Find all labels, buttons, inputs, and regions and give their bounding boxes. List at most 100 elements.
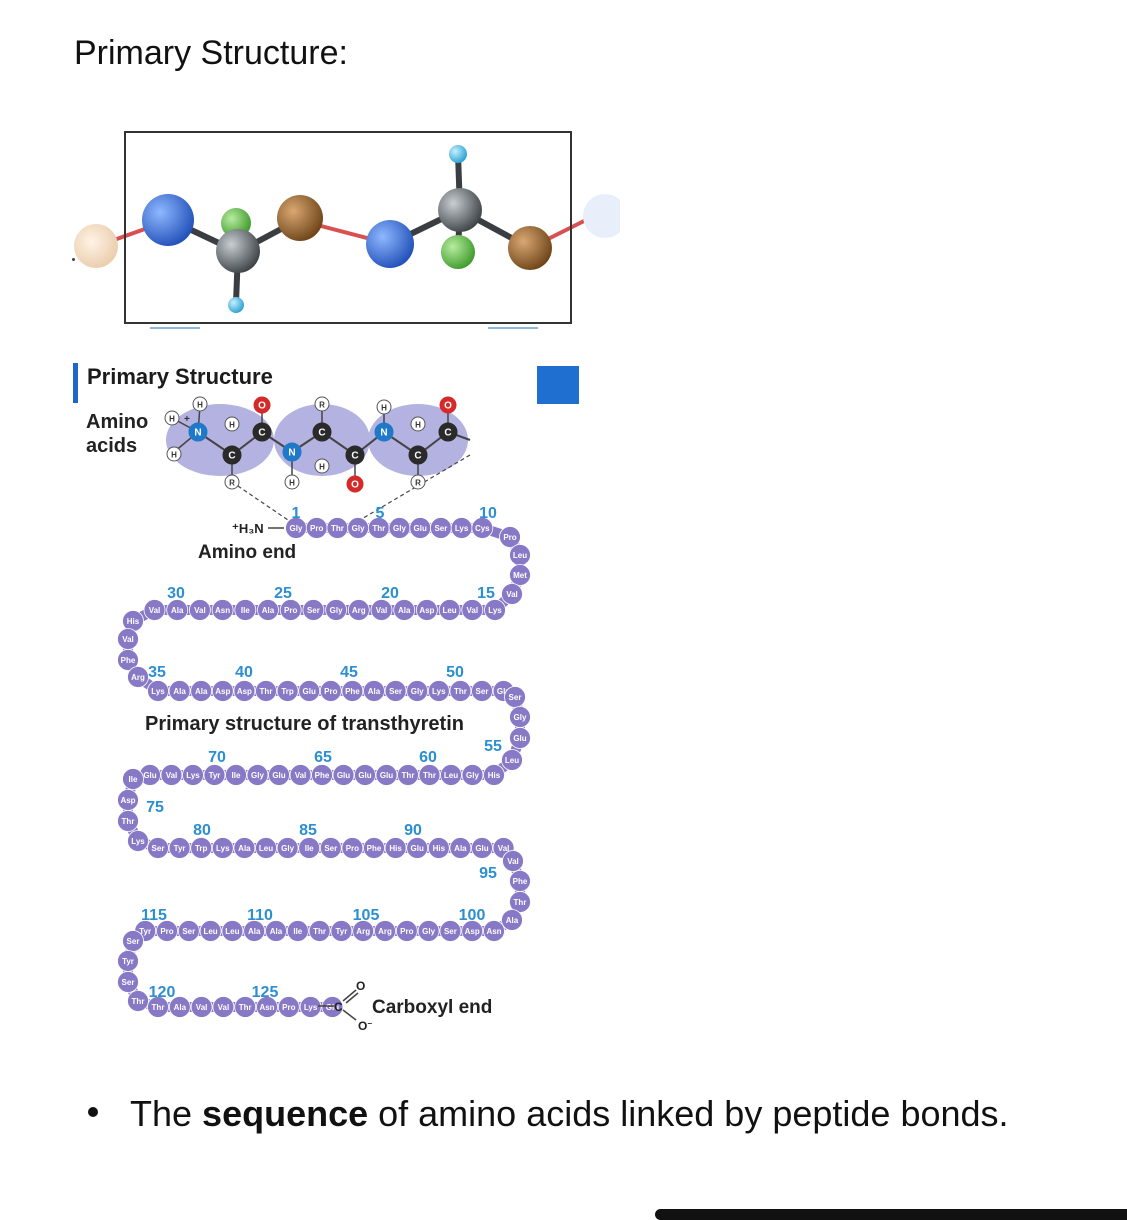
residue-label: Ser [389, 687, 402, 696]
residue-label: Ile [305, 844, 314, 853]
carbon-atom-label: C [414, 451, 421, 462]
carbon-atom-label: C [258, 428, 265, 439]
residue-label: Thr [260, 687, 273, 696]
carbon-atom-label: C [228, 451, 235, 462]
residue-label: Phe [513, 877, 528, 886]
residue-label: Val [507, 857, 519, 866]
residue-bead [484, 599, 506, 621]
nitrogen-atom [188, 422, 208, 442]
residue-bead [397, 764, 419, 786]
residue-bead [415, 599, 438, 621]
residue-label: Ser [324, 844, 337, 853]
residue-bead [509, 564, 531, 586]
residue-label: Trp [195, 844, 208, 853]
residue-label: Thr [402, 771, 415, 780]
residue-bead [406, 680, 429, 702]
residue-label: Thr [152, 1003, 165, 1012]
hydrogen-atom [410, 416, 426, 432]
residue-label: Asp [465, 927, 480, 936]
residue-bead [429, 517, 452, 539]
residue-label: Ile [232, 771, 241, 780]
residue-bead [182, 764, 204, 786]
residue-bead [499, 526, 521, 548]
residue-bead [501, 749, 523, 771]
residue-bead [147, 837, 169, 859]
position-number: 75 [146, 799, 164, 816]
residue-bead [418, 764, 441, 786]
carbon-atom [408, 445, 428, 465]
nitrogen-atom-label: N [194, 428, 201, 439]
hydrogen-atom [224, 416, 240, 432]
carbon-atom [345, 445, 365, 465]
residue-bead [341, 837, 364, 859]
residue-label: Tyr [122, 957, 134, 966]
residue-label: Phe [315, 771, 330, 780]
residue-bead [450, 517, 473, 539]
position-number: 20 [381, 585, 399, 602]
residue-label: His [433, 844, 446, 853]
residue-label: Ile [129, 775, 138, 784]
residue-label: Ser [152, 844, 165, 853]
residue-bead [427, 837, 450, 859]
residue-label: Thr [122, 817, 135, 826]
residue-label: Val [218, 1003, 230, 1012]
residue-label: Val [498, 844, 510, 853]
position-number: 90 [404, 822, 422, 839]
residue-label: Lys [488, 606, 502, 615]
residue-bead [276, 680, 299, 702]
residue-label: Asn [259, 1003, 274, 1012]
ball-and-stick-model [74, 145, 620, 313]
residue-label: Glu [272, 771, 285, 780]
slide-title: Primary Structure: [74, 34, 348, 72]
r-group-atom [410, 474, 426, 490]
residue-bead [168, 996, 191, 1018]
carbon-atom-label: C [444, 428, 451, 439]
bullet-bold: sequence [202, 1093, 369, 1134]
residue-label: Asn [215, 606, 230, 615]
residue-bead [308, 920, 331, 942]
residue-bead [257, 599, 279, 621]
residue-label: Phe [121, 656, 136, 665]
position-number: 35 [148, 664, 166, 681]
position-number: 105 [353, 907, 380, 924]
residue-label: Gly [466, 771, 479, 780]
amino-label-line1: Amino [86, 411, 149, 433]
bottom-scroll-bar[interactable] [655, 1209, 1127, 1220]
oxygen-atom [346, 475, 364, 493]
residue-bead [409, 517, 432, 539]
residue-bead [203, 764, 226, 786]
residue-label: Lys [151, 687, 165, 696]
residue-bead [352, 920, 375, 942]
residue-bead [501, 909, 523, 931]
nitrogen-atom-label: N [288, 448, 295, 459]
residue-label: Gly [411, 687, 424, 696]
residue-label: Gly [352, 524, 365, 533]
residue-bead [276, 837, 299, 859]
hydrogen-atom-label: H [381, 404, 387, 413]
residue-label: Thr [423, 771, 436, 780]
bullet-suffix: of amino acids linked by peptide bonds. [368, 1093, 1009, 1134]
residue-bead [363, 680, 385, 702]
residue-label: Glu [303, 687, 316, 696]
residue-label: Glu [513, 734, 526, 743]
residue-bead [127, 830, 149, 852]
residue-label: Glu [475, 844, 488, 853]
residue-bead [211, 599, 234, 621]
residue-bead [279, 599, 302, 621]
r-group-atom-label: R [229, 479, 235, 488]
residue-bead [370, 599, 393, 621]
residue-label: Pro [324, 687, 337, 696]
position-number: 60 [419, 749, 437, 766]
carbon-atom-label: C [351, 451, 358, 462]
amino-acid-formula [166, 404, 471, 521]
residue-bead [471, 837, 493, 859]
bullet-prefix: The [130, 1093, 203, 1134]
residue-label: Pro [160, 927, 173, 936]
residue-bead [395, 920, 418, 942]
residue-label: Lys [455, 524, 469, 533]
residue-bead [127, 666, 149, 688]
residue-bead [298, 680, 321, 702]
residue-label: Leu [442, 606, 456, 615]
residue-label: Lys [216, 844, 230, 853]
residue-label: Arg [352, 606, 366, 615]
